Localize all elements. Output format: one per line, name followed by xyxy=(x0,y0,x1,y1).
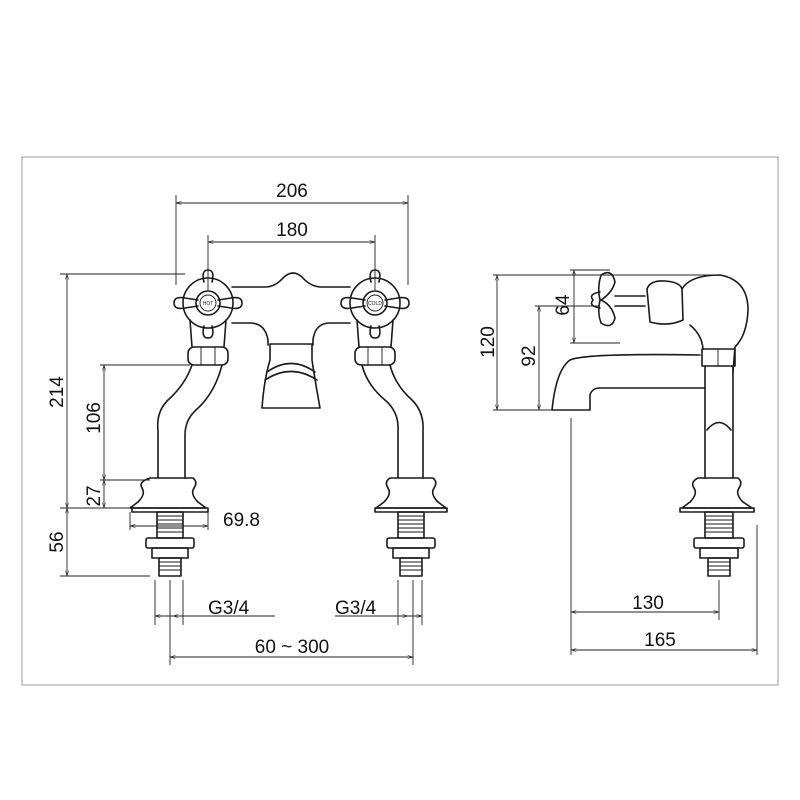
right-pipe xyxy=(361,364,424,479)
side-pipe xyxy=(704,365,734,479)
tap-body-top xyxy=(231,272,351,288)
side-nut xyxy=(701,348,736,367)
dim-214: 214 xyxy=(47,376,68,408)
side-spout xyxy=(551,353,706,411)
left-pipe xyxy=(156,364,223,479)
right-base xyxy=(374,477,448,577)
dim-g34-left: G3/4 xyxy=(208,598,250,619)
dim-120: 120 xyxy=(478,326,499,358)
spout-ridges xyxy=(264,362,318,381)
hot-label: HOT xyxy=(203,301,214,307)
spout xyxy=(261,343,321,409)
drawing-frame xyxy=(21,156,779,686)
dim-106: 106 xyxy=(84,402,105,434)
side-dimensions: 120 92 64 130 165 xyxy=(478,269,758,655)
side-handle xyxy=(597,271,616,327)
dim-180: 180 xyxy=(276,220,308,241)
cold-label: COLD xyxy=(368,301,382,307)
hot-handle: HOT xyxy=(173,269,243,366)
cold-handle: COLD xyxy=(340,269,410,366)
front-view: HOT COLD xyxy=(129,269,448,577)
dim-206: 206 xyxy=(276,181,308,202)
tap-body-bottom xyxy=(231,322,351,346)
front-dimensions: 206 180 214 106 27 56 69.8 G3/4 G3/4 60 … xyxy=(47,181,423,665)
dim-92: 92 xyxy=(519,345,540,366)
dim-64: 64 xyxy=(553,294,574,316)
dim-60-300: 60 ~ 300 xyxy=(255,637,330,658)
side-view xyxy=(551,271,755,577)
dim-g34-right: G3/4 xyxy=(335,598,377,619)
left-base xyxy=(129,477,209,577)
side-handle-bell xyxy=(646,280,684,325)
side-body xyxy=(681,274,749,373)
dim-56: 56 xyxy=(47,531,68,552)
dim-69-8: 69.8 xyxy=(223,510,260,531)
dim-130: 130 xyxy=(632,593,664,614)
side-base xyxy=(681,477,753,509)
dim-165: 165 xyxy=(644,630,676,651)
dim-27: 27 xyxy=(84,485,105,506)
